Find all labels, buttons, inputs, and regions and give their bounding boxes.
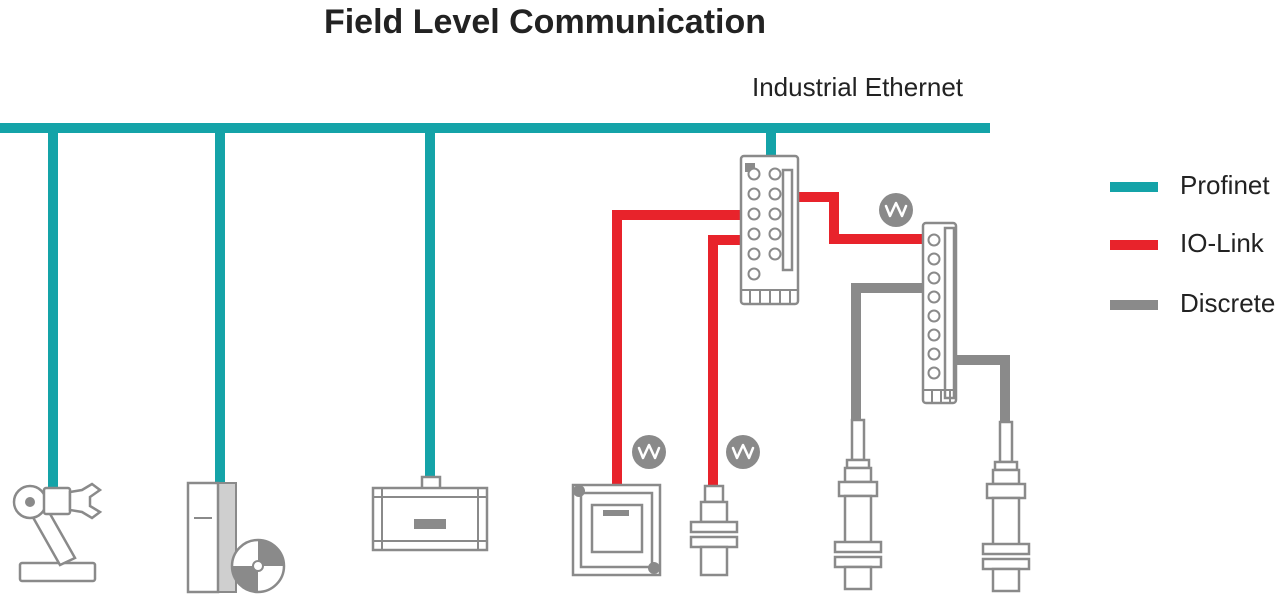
profinet-drop-master	[766, 128, 776, 158]
robot-arm-icon	[12, 482, 103, 583]
io-link-signal-icon	[879, 193, 913, 227]
legend: Profinet IO-Link Discrete	[1110, 170, 1275, 318]
discrete-line-sensor-2	[956, 355, 1010, 422]
hub-port	[927, 309, 941, 323]
hub-port	[927, 347, 941, 361]
proximity-sensor-icon	[689, 484, 739, 577]
hub-port	[927, 233, 941, 247]
industrial-ethernet-bus	[0, 123, 990, 133]
master-port	[768, 187, 782, 201]
profinet-lines	[0, 123, 990, 488]
profinet-drop-drive	[215, 128, 225, 486]
master-port	[747, 187, 761, 201]
diagram-title: Field Level Communication	[324, 3, 766, 41]
hub-port	[927, 290, 941, 304]
legend-label-io-link: IO-Link	[1180, 228, 1265, 258]
master-port	[768, 207, 782, 221]
hub-port	[927, 366, 941, 380]
legend-swatch-io-link	[1110, 240, 1158, 250]
master-port	[747, 267, 761, 281]
master-port	[768, 247, 782, 261]
legend-swatch-profinet	[1110, 182, 1158, 192]
legend-item-discrete: Discrete	[1110, 288, 1275, 318]
sensor-hub-icon	[921, 221, 958, 405]
io-link-signal-icon	[632, 435, 666, 469]
profinet-drop-robot	[48, 128, 58, 488]
io-link-lines	[612, 192, 923, 488]
master-port	[768, 167, 782, 181]
valve-terminal-icon	[371, 475, 489, 552]
proximity-sensor-icon	[981, 420, 1031, 593]
master-port	[747, 247, 761, 261]
proximity-sensor-icon	[833, 418, 883, 591]
io-link-master-icon	[739, 154, 800, 306]
discrete-lines	[851, 283, 1010, 422]
legend-label-profinet: Profinet	[1180, 170, 1270, 200]
io-link-line-hub	[798, 192, 923, 244]
legend-swatch-discrete	[1110, 300, 1158, 310]
profinet-drop-valve	[425, 128, 435, 478]
io-link-signal-icon	[726, 435, 760, 469]
process-display-icon	[571, 483, 662, 577]
io-link-line-sensor	[708, 235, 741, 488]
master-port	[747, 167, 761, 181]
hub-port	[927, 328, 941, 342]
legend-label-discrete: Discrete	[1180, 288, 1275, 318]
discrete-line-sensor-1	[851, 283, 923, 420]
hub-port	[927, 271, 941, 285]
legend-item-io-link: IO-Link	[1110, 228, 1265, 258]
master-port	[768, 227, 782, 241]
hub-port	[927, 252, 941, 266]
legend-item-profinet: Profinet	[1110, 170, 1270, 200]
io-link-line-display	[612, 210, 741, 485]
master-port	[747, 207, 761, 221]
master-port	[747, 227, 761, 241]
drive-motor-icon	[186, 481, 286, 594]
network-label: Industrial Ethernet	[752, 72, 964, 102]
